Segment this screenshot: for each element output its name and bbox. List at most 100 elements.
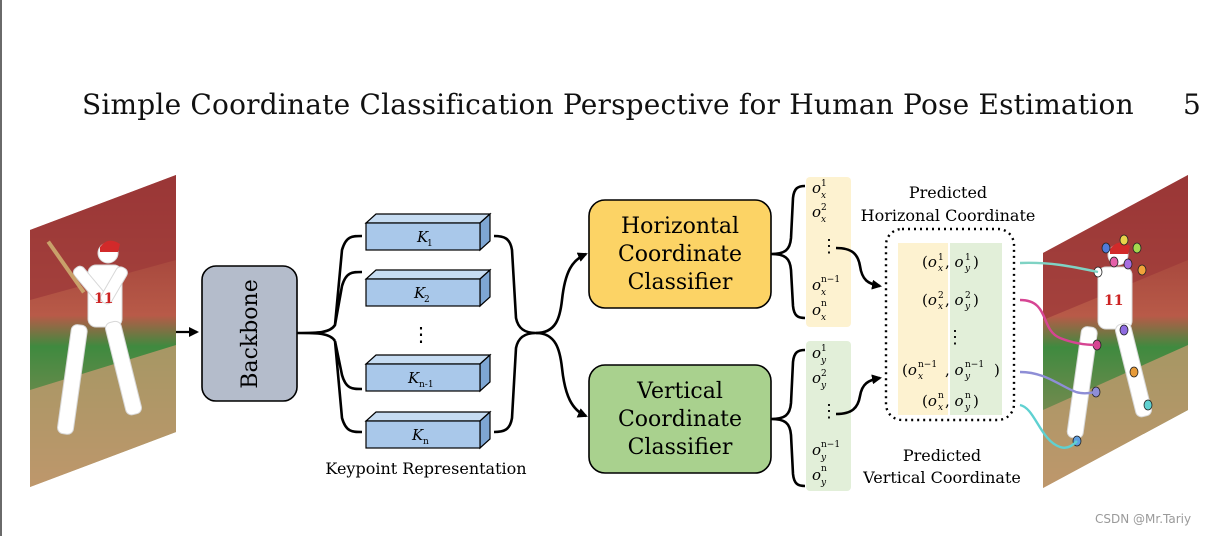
svg-text:y: y (820, 381, 827, 391)
predicted-coordinates-box: (o 1 x , o 1 y ) (o 2 x , o 2 y ) ⋮ (o n… (884, 227, 1016, 422)
svg-text:2: 2 (821, 369, 827, 379)
svg-text:, o: , o (945, 392, 964, 410)
y-output-2: o 2 y (812, 369, 827, 391)
svg-text:n: n (821, 464, 827, 474)
horizontal-classifier-line-3: Classifier (628, 270, 733, 295)
y-output-n: o n y (812, 464, 827, 488)
svg-text:y: y (964, 372, 971, 382)
svg-text:(o: (o (902, 361, 917, 379)
svg-text:): ) (973, 392, 979, 410)
svg-text:1: 1 (965, 253, 971, 263)
input-player-image: 11 (30, 175, 176, 487)
predicted-vertical-label-2: Vertical Coordinate (862, 468, 1021, 487)
coordinate-ellipsis: ⋮ (946, 327, 964, 348)
svg-text:n−1: n−1 (821, 275, 840, 285)
svg-text:11: 11 (94, 291, 113, 307)
x-output-n-minus-1: o n−1 x (812, 275, 840, 298)
svg-text:y: y (820, 453, 827, 463)
svg-text:, o: , o (945, 253, 964, 271)
link-pair-1-to-keypoint (1019, 261, 1099, 274)
svg-text:o: o (812, 301, 821, 319)
y-output-1: o 1 y (812, 344, 827, 366)
svg-text:y: y (964, 264, 971, 274)
svg-text:y: y (820, 356, 827, 366)
horizontal-classifier-line-2: Coordinate (618, 242, 742, 267)
svg-text:1: 1 (821, 179, 827, 189)
svg-text:o: o (812, 344, 821, 362)
svg-text:n: n (938, 391, 944, 401)
y-output-column: o 1 y o 2 y ⋮ o n−1 y o n y (806, 341, 851, 491)
keypoint-label-k: K (413, 284, 426, 302)
svg-text:2: 2 (821, 203, 827, 213)
svg-text:): ) (994, 361, 1000, 379)
brace-backbone-to-keypoints (296, 234, 363, 434)
page-header-title: Simple Coordinate Classification Perspec… (82, 88, 1134, 121)
link-pair-n-to-keypoint (1019, 403, 1078, 449)
svg-text:(o: (o (922, 291, 937, 309)
svg-text:n−1: n−1 (821, 440, 840, 450)
coordinate-pair-1: (o 1 x , o 1 y ) (922, 253, 979, 274)
brace-vertical-outputs (770, 348, 806, 488)
svg-text:n: n (821, 299, 827, 309)
backbone-label: Backbone (238, 279, 263, 388)
x-output-1: o 1 x (812, 179, 827, 201)
predicted-vertical-label-1: Predicted (903, 446, 981, 465)
svg-text:x: x (821, 288, 826, 298)
svg-text:y: y (964, 302, 971, 312)
x-output-2: o 2 x (812, 203, 827, 225)
svg-text:y: y (964, 403, 971, 413)
link-pair-n-minus-1-to-keypoint (1019, 370, 1097, 395)
arrow-x-to-predicted (835, 246, 882, 290)
keypoint-subscript: 2 (424, 295, 430, 305)
svg-text:1: 1 (938, 253, 944, 263)
keypoint-label-k: K (416, 228, 429, 246)
svg-text:(o: (o (922, 253, 937, 271)
keypoint-caption: Keypoint Representation (325, 459, 526, 478)
keypoint-box-2: K 2 (364, 268, 492, 308)
vertical-classifier-line-2: Coordinate (618, 407, 742, 432)
keypoint-subscript: 1 (427, 239, 433, 249)
svg-text:2: 2 (965, 291, 971, 301)
keypoint-subscript: n (423, 437, 429, 447)
link-pair-2-to-keypoint (1019, 298, 1098, 347)
svg-text:o: o (812, 369, 821, 387)
keypoint-label-k: K (407, 369, 420, 387)
watermark: CSDN @Mr.Tariy (1095, 512, 1192, 526)
svg-text:2: 2 (938, 291, 944, 301)
keypoint-subscript: n-1 (419, 380, 434, 390)
svg-text:x: x (918, 372, 923, 382)
backbone-block: Backbone (201, 265, 298, 402)
svg-text:o: o (812, 179, 821, 197)
svg-text:, o: , o (945, 291, 964, 309)
keypoint-ellipsis: ⋮ (411, 322, 431, 346)
svg-text:x: x (938, 403, 943, 413)
svg-text:n−1: n−1 (965, 360, 984, 370)
keypoint-box-n-minus-1: K n-1 (364, 353, 492, 393)
predicted-horizontal-label-2: Horizonal Coordinate (861, 206, 1036, 225)
predicted-horizontal-label-1: Predicted (909, 183, 987, 202)
svg-text:): ) (973, 291, 979, 309)
svg-text:o: o (812, 203, 821, 221)
svg-text:n: n (965, 391, 971, 401)
page-left-rule (0, 0, 2, 536)
horizontal-classifier-block: Horizontal Coordinate Classifier (588, 199, 772, 309)
svg-text:x: x (938, 264, 943, 274)
svg-text:(o: (o (922, 392, 937, 410)
keypoint-box-1: K 1 (364, 212, 492, 252)
arrow-to-horizontal-classifier (535, 252, 588, 335)
keypoint-label-k: K (411, 426, 424, 444)
vertical-classifier-line-3: Classifier (628, 435, 733, 460)
svg-text:x: x (821, 191, 826, 201)
svg-text:1: 1 (821, 344, 827, 354)
svg-text:o: o (812, 466, 821, 484)
svg-text:o: o (812, 276, 821, 294)
coordinate-pair-n-minus-1: (o n−1 x , o n−1 y ) (902, 360, 1000, 382)
coordinate-pair-n: (o n x , o n y ) (922, 391, 979, 413)
svg-text:x: x (821, 313, 826, 323)
svg-text:x: x (821, 215, 826, 225)
svg-text:y: y (820, 478, 827, 488)
keypoint-box-n: K n (364, 410, 492, 450)
vertical-classifier-block: Vertical Coordinate Classifier (588, 364, 772, 474)
x-output-column: o 1 x o 2 x ⋮ o n−1 x o n x (806, 177, 851, 327)
